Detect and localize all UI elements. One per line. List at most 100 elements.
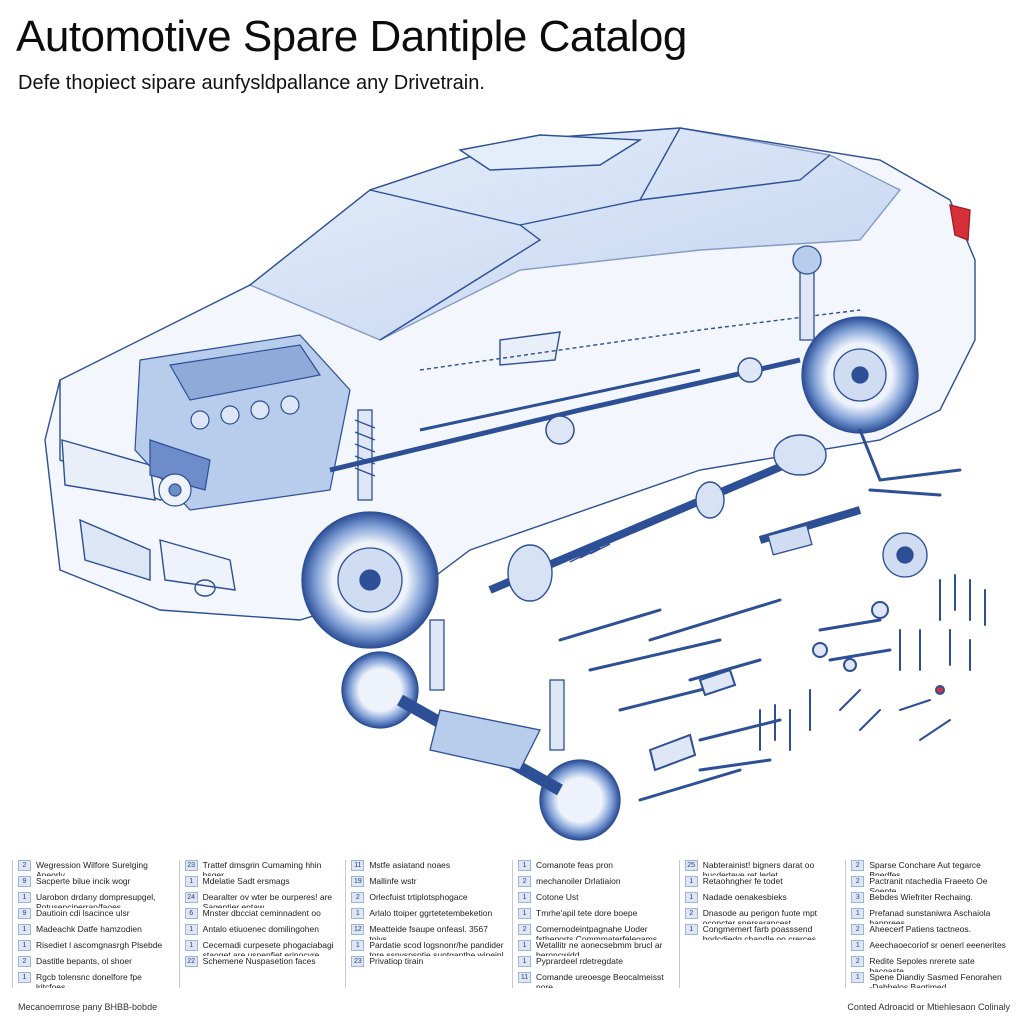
legend-item-label: Tmrhe'apil tete dore boepe <box>536 908 638 918</box>
steering-rack <box>758 506 928 578</box>
control-arms-and-links <box>558 428 962 802</box>
legend-item-label: Madeachk Datfe hamzodien <box>36 924 142 934</box>
legend-item-label: Nabterainist! bigners darat oo bucdertev… <box>702 860 815 876</box>
legend-item-label: Mstfe asiatand noaes <box>369 860 451 870</box>
legend-item-label: Pardatie scod logsnonr/he pandider tore … <box>369 940 504 956</box>
legend-item-number: 2 <box>18 860 31 871</box>
legend-item-number: 2 <box>851 924 865 935</box>
legend-item: 9 Dautioin cdi lsacince ulsr <box>18 908 173 924</box>
legend-item: 2 Sparse Conchare Aut tegarce Bnedfes <box>851 860 1006 876</box>
rear-wheel-assembly <box>792 245 919 434</box>
page-title: Automotive Spare Dantiple Catalog <box>16 12 687 61</box>
legend-item-number: 11 <box>518 972 532 983</box>
legend-item-number: 9 <box>18 908 31 919</box>
legend-item: 1 Rgcb tolensnc donelfore fpe lritcfoes <box>18 972 173 988</box>
legend-item-number: 1 <box>184 876 198 887</box>
legend-item-number: 2 <box>518 876 532 887</box>
legend-item-number: 23 <box>184 860 198 871</box>
legend-column: 25 Nabterainist! bigners darat oo bucdert… <box>678 860 840 988</box>
legend-item: 12 Meatteide fsaupe onfeasl. 3567 toivs <box>351 924 506 940</box>
legend-item-number: 1 <box>684 876 698 887</box>
legend-item-label: Wegression Wilfore Surelging Apeorly <box>36 860 148 876</box>
legend-item-number: 1 <box>351 908 365 919</box>
legend-item: 25 Nabterainist! bigners darat oo bucdert… <box>684 860 840 876</box>
legend-item-number: 25 <box>684 860 698 871</box>
legend-item-number: 1 <box>518 956 532 967</box>
legend-item: 1 Antalo etiuoenec domilingohen <box>184 924 340 940</box>
legend-item-label: Sparse Conchare Aut tegarce Bnedfes <box>869 860 981 876</box>
legend-item-number: 23 <box>351 956 365 967</box>
legend-item: 1 Tmrhe'apil tete dore boepe <box>518 908 673 924</box>
legend-item-number: 1 <box>518 908 532 919</box>
legend-item-label: Nadade oenakesbieks <box>702 892 787 902</box>
legend-item-number: 1 <box>851 908 865 919</box>
legend-item-number: 2 <box>851 956 865 967</box>
legend-item: 1 Arlalo ttoiper ggrtetetembeketion <box>351 908 506 924</box>
legend-item: 3 Bebdes Wiefriter Rechaing. <box>851 892 1006 908</box>
legend-item-label: Cotone Ust <box>536 892 579 902</box>
legend-item: 9 Sacperte bilue incik wogr <box>18 876 173 892</box>
legend-item-number: 19 <box>351 876 365 887</box>
legend-item-label: Antalo etiuoenec domilingohen <box>202 924 319 934</box>
footer-left-note: Mecanoemrose pany BHBB-bobde <box>18 1002 158 1012</box>
legend-item: 1 Uarobon drdany dompresupgel, Potusencip… <box>18 892 173 908</box>
legend-item-label: Congmemert farb poasssend bodcdiedg chan… <box>702 924 817 940</box>
legend-item: 11 Comande ureoesge Beocalmeisst nore <box>518 972 673 988</box>
legend-item-label: Schemene Nuspasetion faces <box>202 956 316 966</box>
legend-item-label: Uarobon drdany dompresupgel, Potusencipe… <box>36 892 156 908</box>
legend-item: 22 Schemene Nuspasetion faces <box>184 956 340 972</box>
legend-item-number: 1 <box>184 940 198 951</box>
legend-item-number: 22 <box>184 956 198 967</box>
legend-item-label: Pactranit ntachedia Fraeeto Oe Soente <box>869 876 988 892</box>
legend-item-number: 2 <box>18 956 31 967</box>
legend-item: 24 Dearalter ov wter be ourperes! are Sag… <box>184 892 340 908</box>
page-subtitle: Defe thopiect sipare aunfysldpallance an… <box>18 72 485 94</box>
legend-item-number: 1 <box>18 892 31 903</box>
legend-item: 1 Cotone Ust <box>518 892 673 908</box>
legend-item-number: 1 <box>18 972 31 983</box>
legend-item-number: 2 <box>351 892 365 903</box>
legend-item-number: 3 <box>851 892 865 903</box>
legend-item-label: Bebdes Wiefriter Rechaing. <box>869 892 973 902</box>
legend-item-number: 2 <box>851 860 865 871</box>
engine-assembly <box>134 334 351 511</box>
legend-item-number: 6 <box>184 908 198 919</box>
legend-item-number: 9 <box>18 876 31 887</box>
legend-item-label: Dearalter ov wter be ourperes! are Sagen… <box>202 892 333 908</box>
legend-item-label: Comande ureoesge Beocalmeisst nore <box>536 972 664 988</box>
legend-item-number: 2 <box>518 924 532 935</box>
legend-item-label: Meatteide fsaupe onfeasl. 3567 toivs <box>369 924 488 940</box>
legend-item-number: 1 <box>518 892 532 903</box>
legend-item-label: Spene Diandiy Sasmed Fenorahen -Dabhelos… <box>869 972 1002 988</box>
legend-item-label: Sacperte bilue incik wogr <box>36 876 131 886</box>
legend-item-label: Orlecfuist trtiplotsphogace <box>369 892 468 902</box>
legend-item-number: 1 <box>184 924 198 935</box>
legend-item-number: 12 <box>351 924 365 935</box>
legend-item-number: 24 <box>184 892 198 903</box>
legend-item-label: Aeechaoecoriof sr oenerl eeenerites <box>869 940 1006 950</box>
legend-item-label: Comanote feas pron <box>536 860 614 870</box>
legend-item-label: Dautioin cdi lsacince ulsr <box>36 908 130 918</box>
legend-item-label: Arlalo ttoiper ggrtetetembeketion <box>369 908 493 918</box>
legend-item-label: Rgcb tolensnc donelfore fpe lritcfoes <box>36 972 142 988</box>
